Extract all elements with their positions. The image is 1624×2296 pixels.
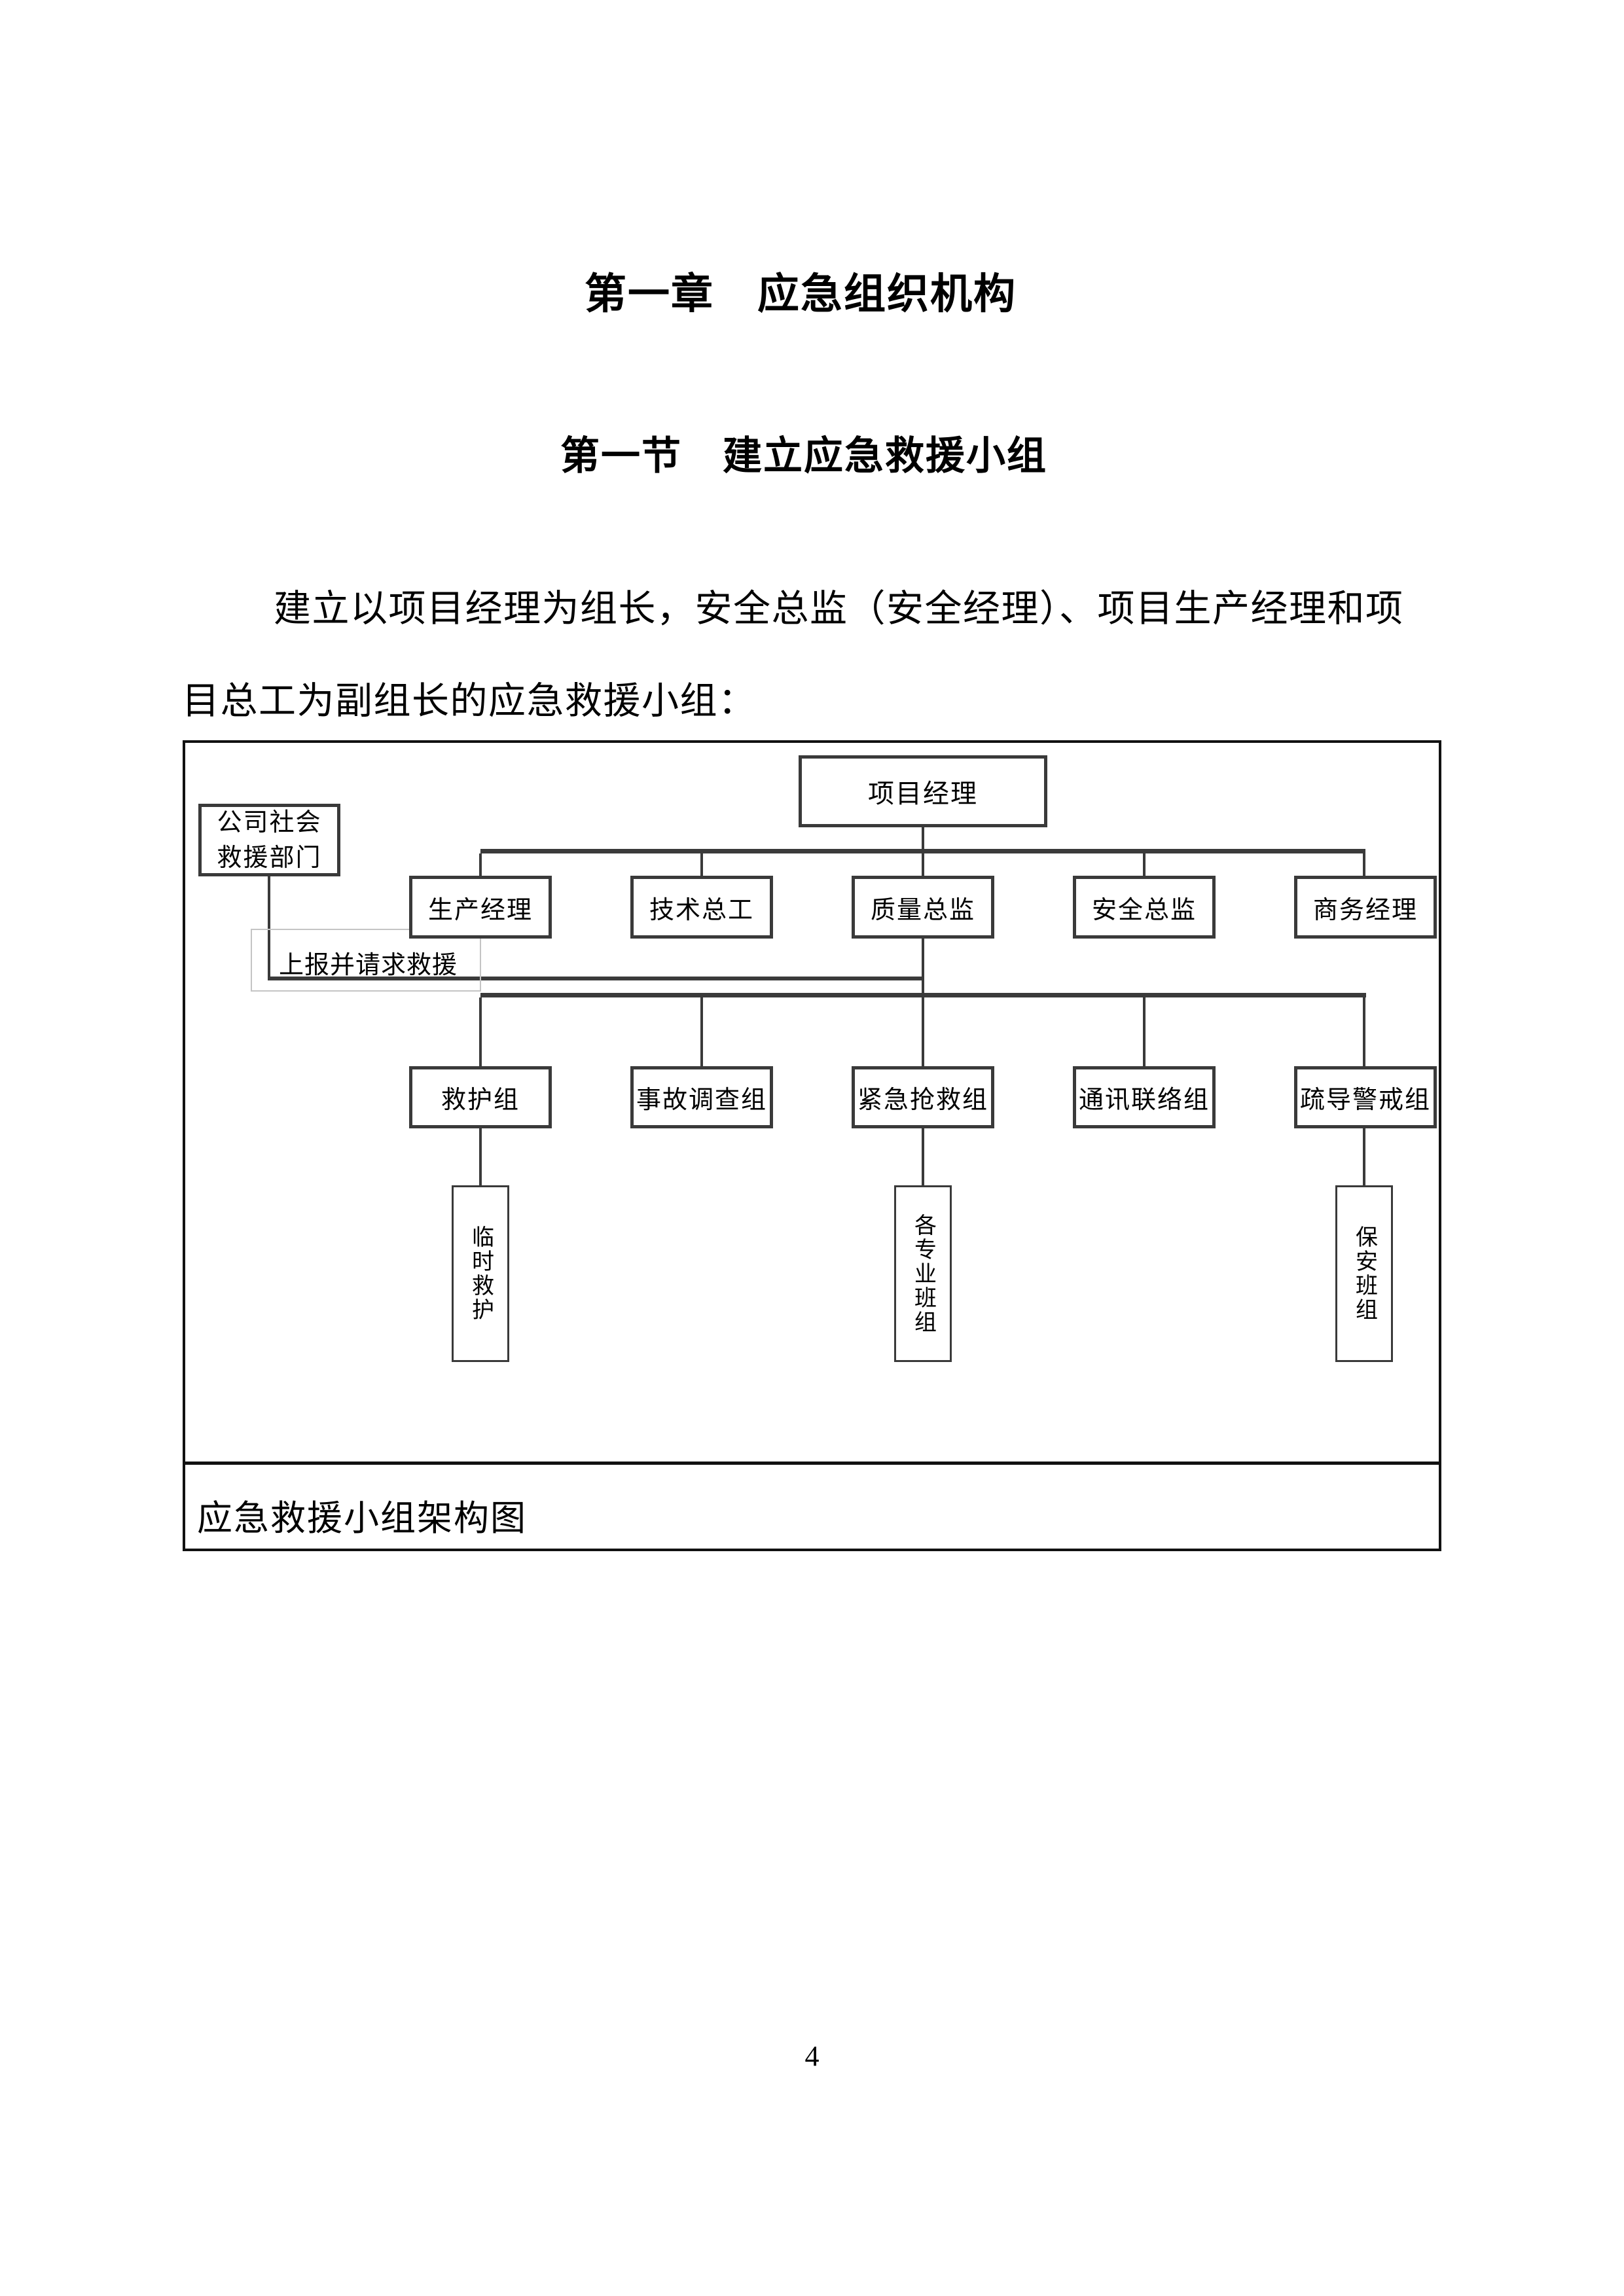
org-node-temporary-first-aid: 临时救护	[452, 1185, 509, 1362]
connector-drop	[1363, 997, 1365, 1066]
connector-drop	[479, 997, 482, 1066]
callout-label: 上报并请求救援	[279, 952, 458, 979]
caption-divider-line	[185, 1462, 1439, 1465]
org-node-label: 各专业班组	[911, 1213, 935, 1335]
org-node-security-crew: 保安班组	[1335, 1185, 1393, 1362]
org-node-chief-engineer: 技术总工	[630, 876, 773, 939]
org-chart-frame: 上报并请求救援 项目经理 公司社会 救援部门 生产经理 技术总工 质量总监 安全…	[183, 740, 1441, 1551]
org-node-rescue-team: 救护组	[409, 1066, 552, 1128]
connector-level2-rail	[480, 849, 1365, 853]
connector-drop	[1363, 853, 1365, 876]
org-node-emergency-response-team: 紧急抢救组	[852, 1066, 994, 1128]
callout-textbox-outline	[251, 929, 481, 992]
connector-drop	[479, 853, 482, 876]
connector-drop	[922, 853, 924, 876]
org-node-project-manager: 项目经理	[799, 755, 1047, 827]
connector-quality-drop	[922, 939, 924, 1066]
connector-external-drop	[268, 876, 270, 980]
connector-drop	[1143, 853, 1146, 876]
body-paragraph-line: 建立以项目经理为组长，安全总监（安全经理）、项目生产经理和项	[274, 588, 1404, 630]
org-node-production-manager: 生产经理	[409, 876, 552, 939]
connector-drop	[1143, 997, 1146, 1066]
org-node-safety-director: 安全总监	[1073, 876, 1216, 939]
chapter-title: 第一章 应急组织机构	[585, 271, 1017, 317]
org-node-label-line: 公司社会	[217, 808, 322, 836]
org-node-communication-liaison-team: 通讯联络组	[1073, 1066, 1216, 1128]
org-node-label: 保安班组	[1352, 1225, 1377, 1322]
chart-caption: 应急救援小组架构图	[197, 1499, 527, 1538]
org-node-accident-investigation-team: 事故调查组	[630, 1066, 773, 1128]
org-node-label: 临时救护	[468, 1225, 493, 1322]
connector-drop	[700, 997, 703, 1066]
section-title: 第一节 建立应急救援小组	[560, 435, 1047, 478]
org-node-commerce-manager: 商务经理	[1294, 876, 1437, 939]
org-node-evacuation-guard-team: 疏导警戒组	[1294, 1066, 1437, 1128]
body-paragraph-line: 目总工为副组长的应急救援小组：	[182, 681, 757, 722]
connector-drop	[700, 853, 703, 876]
org-node-specialty-crews: 各专业班组	[894, 1185, 952, 1362]
connector-level3-rail	[480, 993, 1366, 997]
org-node-company-rescue-dept: 公司社会 救援部门	[198, 804, 340, 876]
org-node-label-line: 救援部门	[217, 844, 322, 872]
connector-callout-line	[268, 977, 924, 980]
connector-root-drop	[922, 827, 924, 849]
connector-leaf-drop	[479, 1128, 482, 1185]
org-node-quality-director: 质量总监	[852, 876, 994, 939]
page-number: 4	[804, 2040, 820, 2072]
connector-leaf-drop	[922, 1128, 924, 1185]
connector-leaf-drop	[1363, 1128, 1365, 1185]
